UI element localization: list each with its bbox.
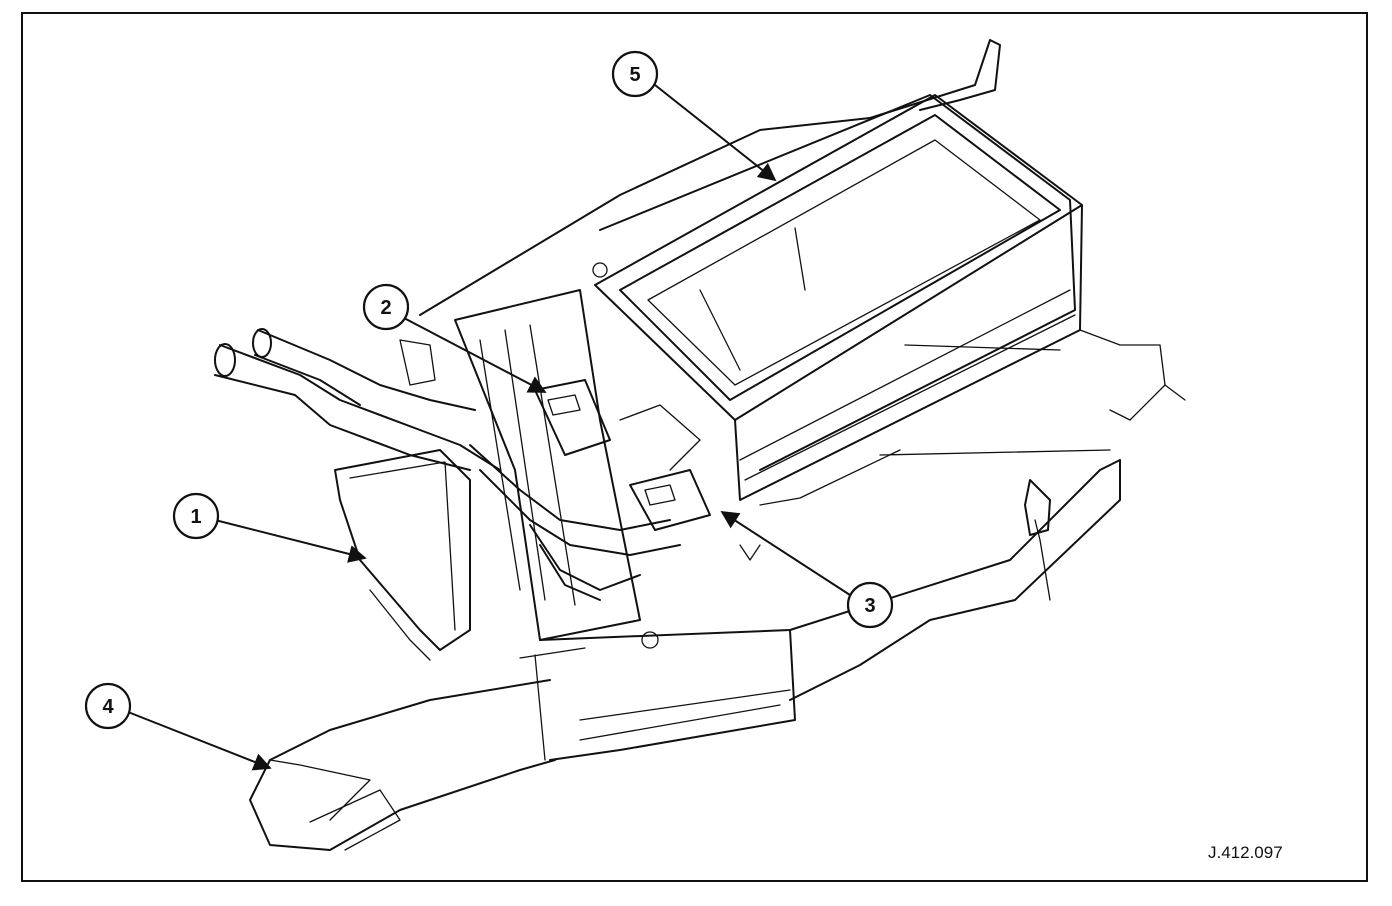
figure-reference-code: J.412.097: [1208, 843, 1283, 862]
callout-3-circle: [846, 581, 894, 629]
callout-4-label: 4: [102, 696, 114, 718]
callout-2-label: 2: [380, 297, 391, 319]
callout-3: 3: [720, 511, 894, 629]
callout-4: 4: [84, 682, 272, 771]
callout-1-label: 1: [190, 506, 201, 528]
callout-5: 5: [611, 50, 777, 182]
callout-1-circle: [172, 492, 220, 540]
callout-2: 2: [362, 283, 547, 393]
callout-5-label: 5: [629, 64, 640, 86]
callout-1: 1: [172, 492, 367, 563]
callout-2-circle: [362, 283, 410, 331]
heater-assembly-drawing: [214, 39, 1186, 851]
figure-frame: [21, 12, 1368, 882]
callout-4-circle: [84, 682, 132, 730]
callout-5-circle: [611, 50, 659, 98]
callout-3-label: 3: [864, 595, 875, 617]
